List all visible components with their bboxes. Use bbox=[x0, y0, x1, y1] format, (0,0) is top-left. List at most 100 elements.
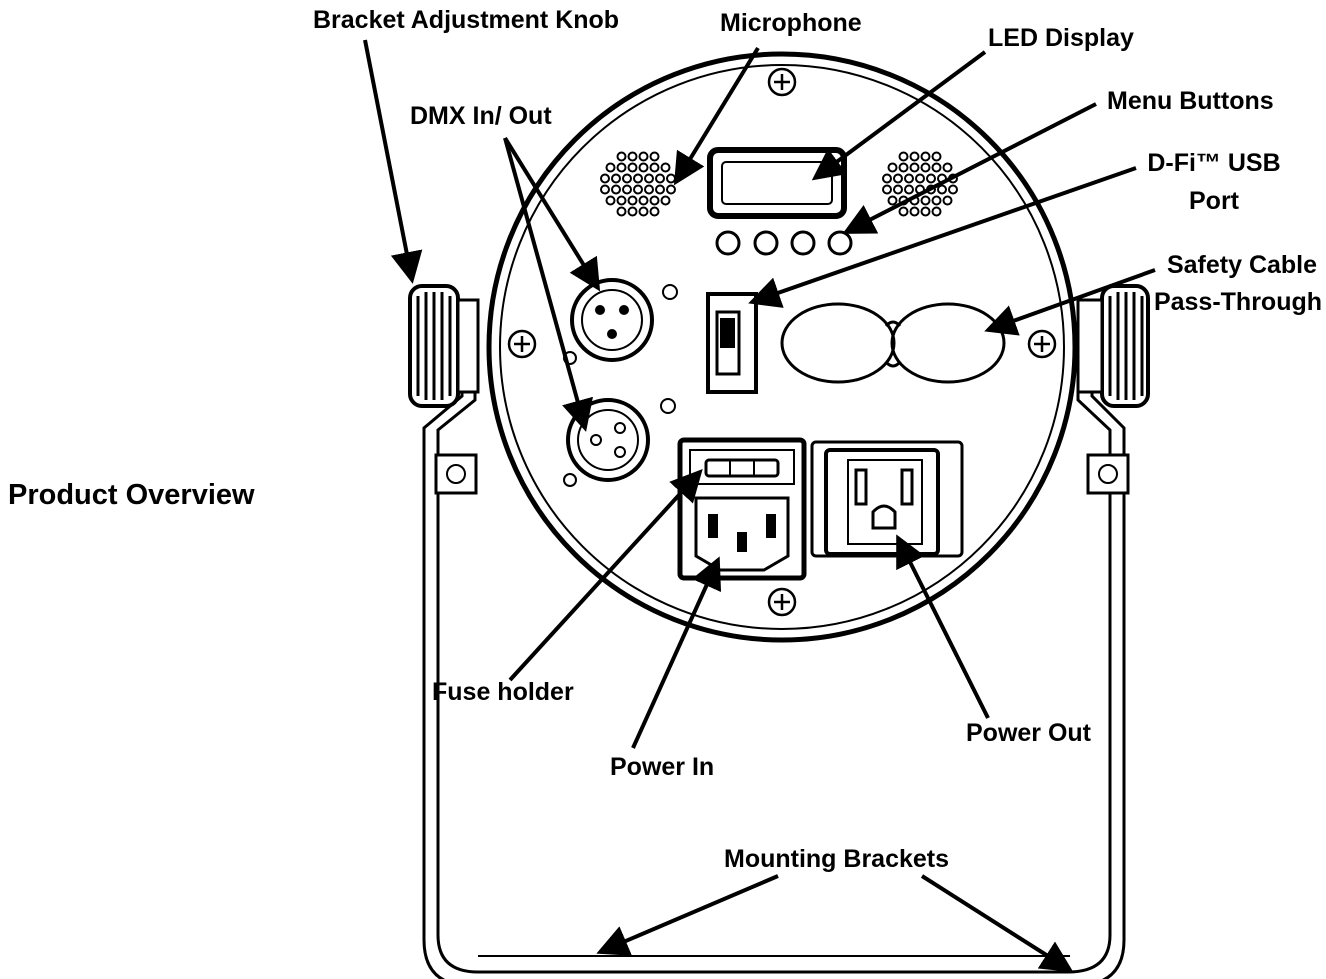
arrow-mounting-right bbox=[920, 874, 1074, 973]
right-bracket-knob bbox=[1076, 284, 1150, 408]
led-display bbox=[707, 147, 847, 219]
grille-hole bbox=[633, 173, 643, 184]
grille-hole bbox=[600, 184, 610, 195]
grille-hole bbox=[616, 162, 627, 173]
grille-hole bbox=[649, 162, 660, 173]
grille-hole bbox=[909, 151, 920, 162]
grille-hole bbox=[638, 206, 649, 217]
arrow-led-display bbox=[811, 50, 987, 181]
grille-hole bbox=[611, 184, 621, 195]
power-in-module bbox=[677, 437, 807, 581]
grille-hole bbox=[893, 184, 903, 195]
grille-hole bbox=[649, 195, 660, 206]
grille-hole bbox=[660, 195, 671, 206]
side-bolt-left bbox=[434, 453, 478, 495]
grille-left bbox=[600, 151, 676, 217]
arrow-power-out bbox=[896, 534, 990, 719]
grille-hole bbox=[627, 206, 638, 217]
label-dfi-usb-line1: D-Fi™ USB bbox=[1147, 149, 1280, 177]
grille-hole bbox=[920, 206, 931, 217]
grille-hole bbox=[948, 184, 958, 195]
grille-hole bbox=[655, 173, 665, 184]
grille-hole bbox=[638, 151, 649, 162]
arrow-dmx-in bbox=[503, 136, 601, 292]
label-microphone: Microphone bbox=[720, 9, 862, 37]
grille-hole bbox=[904, 184, 914, 195]
grille-hole bbox=[611, 173, 621, 184]
grille-hole bbox=[887, 195, 898, 206]
grille-hole bbox=[644, 173, 654, 184]
grille-hole bbox=[920, 151, 931, 162]
grille-hole bbox=[926, 173, 936, 184]
grille-hole bbox=[649, 206, 660, 217]
grille-hole bbox=[942, 195, 953, 206]
grille-hole bbox=[627, 162, 638, 173]
grille-hole bbox=[915, 173, 925, 184]
arrow-menu-buttons bbox=[842, 102, 1097, 234]
grille-hole bbox=[649, 151, 660, 162]
grille-hole bbox=[909, 162, 920, 173]
heading-product-overview: Product Overview bbox=[8, 479, 255, 511]
arrow-bracket-knob bbox=[363, 39, 423, 284]
grille-hole bbox=[898, 162, 909, 173]
arrow-fuse-holder bbox=[508, 469, 703, 682]
menu-button-4 bbox=[827, 230, 853, 256]
grille-hole bbox=[655, 184, 665, 195]
arrow-mounting-left bbox=[596, 874, 779, 956]
grille-hole bbox=[616, 151, 627, 162]
label-fuse-holder: Fuse holder bbox=[432, 678, 574, 706]
label-power-out: Power Out bbox=[966, 719, 1092, 747]
grille-hole bbox=[931, 151, 942, 162]
label-dmx: DMX In/ Out bbox=[410, 102, 552, 130]
menu-buttons bbox=[715, 230, 853, 256]
grille-hole bbox=[638, 162, 649, 173]
label-safety-line2: Pass-Through bbox=[1154, 288, 1322, 316]
grille-hole bbox=[605, 195, 616, 206]
side-bolt-right bbox=[1086, 453, 1130, 495]
mounting-bracket bbox=[422, 318, 1126, 979]
label-menu-buttons: Menu Buttons bbox=[1107, 87, 1274, 115]
grille-hole bbox=[627, 151, 638, 162]
dmx-in-connector bbox=[563, 278, 678, 365]
grille-hole bbox=[942, 162, 953, 173]
grille-hole bbox=[893, 173, 903, 184]
grille-hole bbox=[660, 162, 671, 173]
grille-hole bbox=[633, 184, 643, 195]
grille-hole bbox=[887, 162, 898, 173]
fuse-holder bbox=[704, 458, 780, 478]
grille-hole bbox=[627, 195, 638, 206]
callout-arrows bbox=[363, 39, 1156, 973]
menu-button-3 bbox=[790, 230, 816, 256]
grille-hole bbox=[898, 151, 909, 162]
grille-hole bbox=[638, 195, 649, 206]
arrow-microphone bbox=[673, 46, 760, 186]
label-mounting-brackets: Mounting Brackets bbox=[724, 845, 949, 873]
arrow-safety-cable bbox=[984, 268, 1156, 336]
grille-hole bbox=[600, 173, 610, 184]
power-out-receptacle bbox=[810, 440, 964, 558]
grille-hole bbox=[931, 162, 942, 173]
grille-hole bbox=[616, 195, 627, 206]
grille-hole bbox=[616, 206, 627, 217]
usb-port bbox=[706, 292, 758, 394]
grille-hole bbox=[898, 206, 909, 217]
grille-hole bbox=[666, 184, 676, 195]
grille-hole bbox=[920, 162, 931, 173]
arrow-usb bbox=[748, 166, 1137, 308]
grille-hole bbox=[882, 173, 892, 184]
menu-button-2 bbox=[753, 230, 779, 256]
label-led-display: LED Display bbox=[988, 24, 1134, 52]
grille-hole bbox=[666, 173, 676, 184]
screw-icon bbox=[507, 67, 1057, 617]
grille-hole bbox=[622, 184, 632, 195]
label-bracket-knob: Bracket Adjustment Knob bbox=[313, 6, 619, 34]
grille-hole bbox=[931, 206, 942, 217]
grille-hole bbox=[920, 195, 931, 206]
grille-hole bbox=[937, 184, 947, 195]
arrow-dmx-out bbox=[503, 137, 593, 432]
label-dfi-usb-line2: Port bbox=[1189, 187, 1240, 215]
grille-hole bbox=[622, 173, 632, 184]
safety-cable-pass-through bbox=[780, 302, 1006, 384]
label-power-in: Power In bbox=[610, 753, 714, 781]
